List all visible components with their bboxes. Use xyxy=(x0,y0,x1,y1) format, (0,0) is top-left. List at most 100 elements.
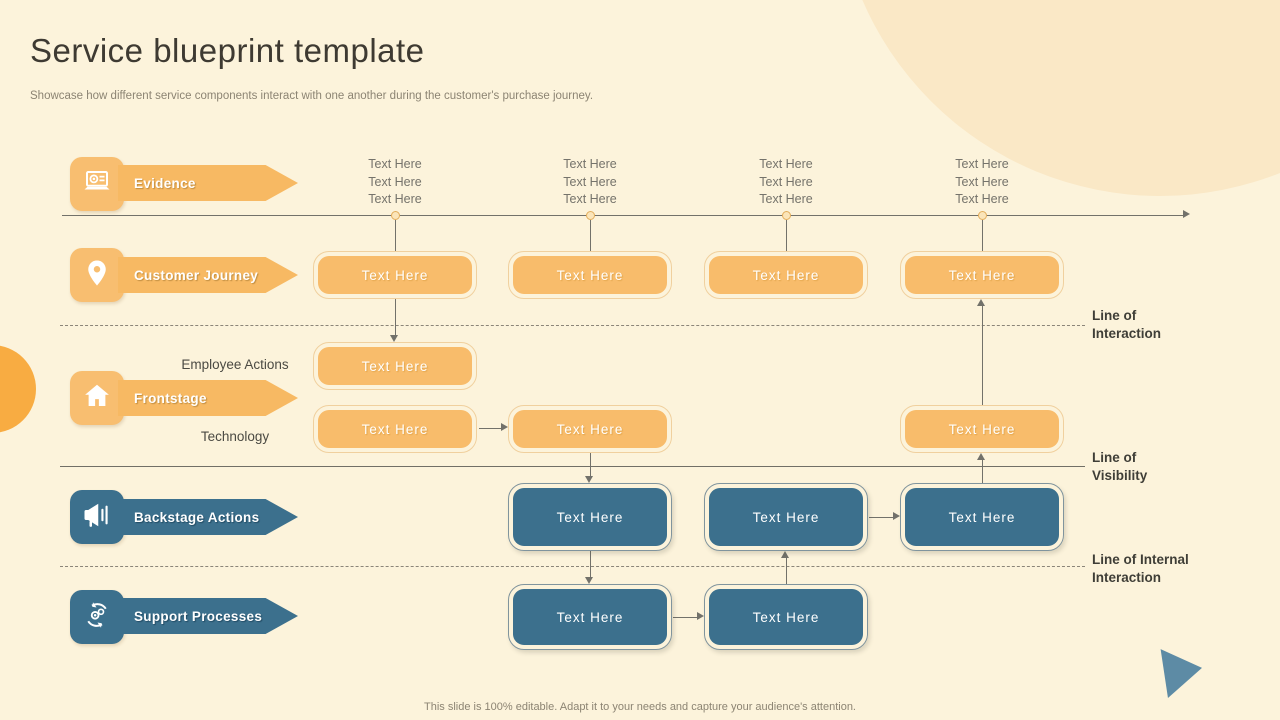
lane-banner-customer-journey[interactable]: Customer Journey xyxy=(118,257,298,293)
placeholder-text: Text Here xyxy=(513,410,667,448)
lane-banner-backstage-actions[interactable]: Backstage Actions xyxy=(118,499,298,535)
timeline-arrowhead xyxy=(1183,210,1190,218)
evidence-text-stack[interactable]: Text Here Text Here Text Here xyxy=(900,156,1064,209)
placeholder-text: Text Here xyxy=(955,174,1009,189)
placeholder-text: Text Here xyxy=(513,256,667,294)
timeline-dot xyxy=(391,211,400,220)
technology-box-2[interactable]: Text Here xyxy=(508,405,672,453)
technology-box-1[interactable]: Text Here xyxy=(313,405,477,453)
page-title: Service blueprint template xyxy=(30,32,425,69)
customer-journey-box-1[interactable]: Text Here xyxy=(313,251,477,299)
placeholder-text: Text Here xyxy=(318,347,472,385)
lane-banner-evidence[interactable]: Evidence xyxy=(118,165,298,201)
connector xyxy=(869,517,893,518)
placeholder-text: Text Here xyxy=(563,192,617,206)
placeholder-text: Text Here xyxy=(318,410,472,448)
evidence-text-stack[interactable]: Text Here Text Here Text Here xyxy=(508,156,672,209)
placeholder-text: Text Here xyxy=(563,174,617,189)
timeline-dot xyxy=(978,211,987,220)
lane-label: Evidence xyxy=(134,175,196,191)
home-icon xyxy=(82,381,112,416)
decor-triangle xyxy=(1160,649,1202,698)
connector xyxy=(395,299,396,336)
technology-box-3[interactable]: Text Here xyxy=(900,405,1064,453)
placeholder-text: Text Here xyxy=(955,157,1009,171)
evidence-text-stack[interactable]: Text Here Text Here Text Here xyxy=(313,156,477,209)
monitor-gear-icon xyxy=(82,167,112,202)
lane-banner-support-processes[interactable]: Support Processes xyxy=(118,598,298,634)
connector xyxy=(395,220,396,251)
placeholder-text: Text Here xyxy=(905,410,1059,448)
line-of-visibility-label: Line of Visibility xyxy=(1092,450,1148,483)
connector xyxy=(673,617,697,618)
connector xyxy=(786,220,787,251)
placeholder-text: Text Here xyxy=(368,157,422,171)
customer-journey-box-3[interactable]: Text Here xyxy=(704,251,868,299)
placeholder-text: Text Here xyxy=(368,192,422,206)
placeholder-text: Text Here xyxy=(709,256,863,294)
arrowhead-down xyxy=(585,476,593,483)
connector xyxy=(982,220,983,251)
placeholder-text: Text Here xyxy=(563,157,617,171)
timeline-dot xyxy=(782,211,791,220)
arrowhead-down xyxy=(585,577,593,584)
placeholder-text: Text Here xyxy=(709,589,863,645)
frontstage-icon-tile[interactable] xyxy=(70,371,124,425)
gears-sync-icon xyxy=(82,600,112,635)
location-pin-icon xyxy=(82,258,112,293)
line-of-internal-interaction xyxy=(60,566,1085,567)
backstage-box-2[interactable]: Text Here xyxy=(704,483,868,551)
customer-journey-box-4[interactable]: Text Here xyxy=(900,251,1064,299)
evidence-icon-tile[interactable] xyxy=(70,157,124,211)
decor-half-circle xyxy=(0,345,36,433)
placeholder-text: Text Here xyxy=(759,192,813,206)
placeholder-text: Text Here xyxy=(955,192,1009,206)
placeholder-text: Text Here xyxy=(513,488,667,546)
line-of-internal-interaction-label: Line of Internal Interaction xyxy=(1092,552,1189,585)
timeline-dot xyxy=(586,211,595,220)
megaphone-icon xyxy=(82,500,112,535)
placeholder-text: Text Here xyxy=(368,174,422,189)
backstage-icon-tile[interactable] xyxy=(70,490,124,544)
line-of-interaction-label: Line of Interaction xyxy=(1092,308,1162,341)
placeholder-text: Text Here xyxy=(513,589,667,645)
line-of-interaction xyxy=(60,325,1085,326)
backstage-box-1[interactable]: Text Here xyxy=(508,483,672,551)
connector xyxy=(982,306,983,405)
arrowhead-down xyxy=(390,335,398,342)
support-processes-icon-tile[interactable] xyxy=(70,590,124,644)
customer-journey-icon-tile[interactable] xyxy=(70,248,124,302)
page-subtitle: Showcase how different service component… xyxy=(30,90,594,102)
connector xyxy=(786,558,787,584)
arrowhead-right xyxy=(893,512,900,520)
employee-actions-box-1[interactable]: Text Here xyxy=(313,342,477,390)
placeholder-text: Text Here xyxy=(905,488,1059,546)
footer-note: This slide is 100% editable. Adapt it to… xyxy=(424,701,856,713)
arrowhead-right xyxy=(697,612,704,620)
connector xyxy=(982,460,983,483)
customer-journey-box-2[interactable]: Text Here xyxy=(508,251,672,299)
connector xyxy=(590,220,591,251)
lane-label: Frontstage xyxy=(134,390,207,406)
lane-banner-frontstage[interactable]: Frontstage xyxy=(118,380,298,416)
timeline-line xyxy=(62,215,1184,216)
placeholder-text: Text Here xyxy=(905,256,1059,294)
connector xyxy=(479,428,502,429)
arrowhead-up xyxy=(781,551,789,558)
lane-label: Backstage Actions xyxy=(134,509,260,525)
arrowhead-up xyxy=(977,299,985,306)
connector xyxy=(590,453,591,477)
evidence-text-stack[interactable]: Text Here Text Here Text Here xyxy=(704,156,868,209)
arrowhead-right xyxy=(501,423,508,431)
backstage-box-3[interactable]: Text Here xyxy=(900,483,1064,551)
placeholder-text: Text Here xyxy=(709,488,863,546)
placeholder-text: Text Here xyxy=(759,157,813,171)
support-box-2[interactable]: Text Here xyxy=(704,584,868,650)
lane-label: Support Processes xyxy=(134,608,263,624)
placeholder-text: Text Here xyxy=(318,256,472,294)
employee-actions-label: Employee Actions xyxy=(181,357,289,372)
placeholder-text: Text Here xyxy=(759,174,813,189)
line-of-visibility xyxy=(60,466,1085,467)
support-box-1[interactable]: Text Here xyxy=(508,584,672,650)
